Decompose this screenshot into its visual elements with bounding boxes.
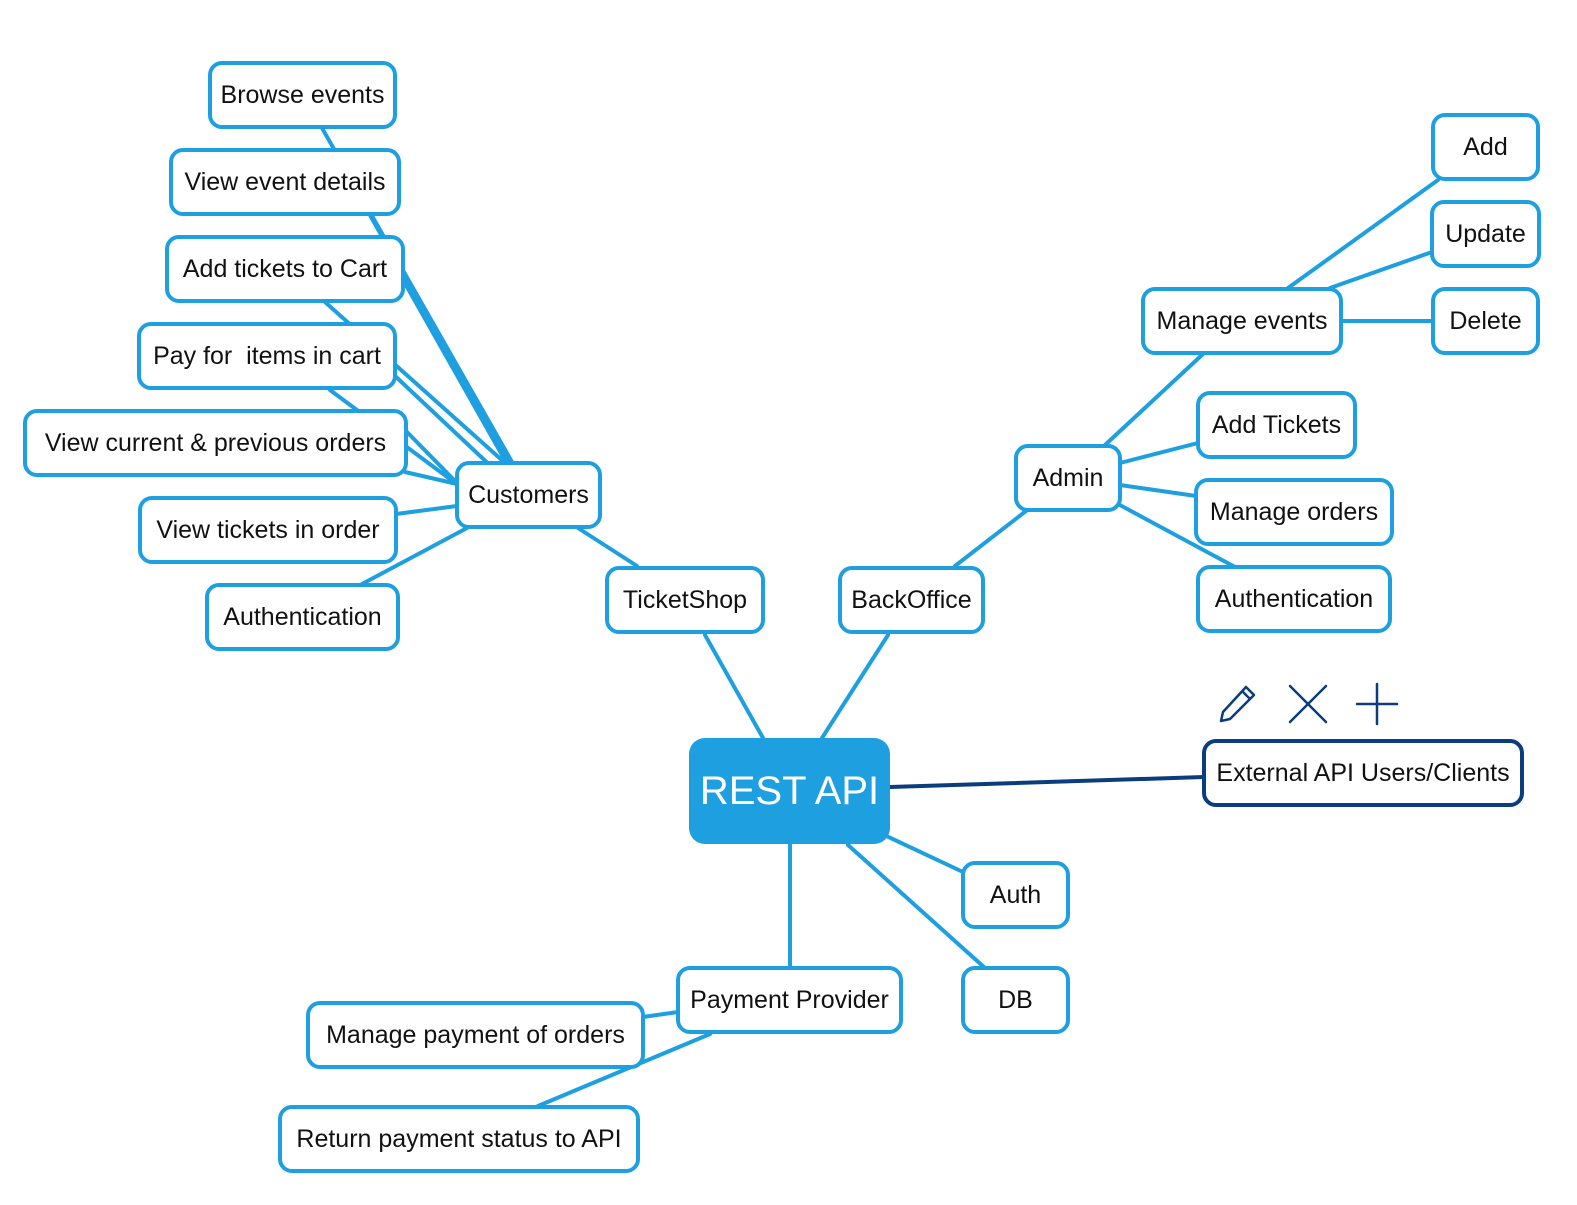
- node-manage-payment[interactable]: Manage payment of orders: [306, 1001, 645, 1069]
- link-rest-backoffice: [820, 633, 890, 740]
- link-customers-pay: [392, 373, 497, 472]
- node-manage-events[interactable]: Manage events: [1141, 287, 1343, 355]
- node-customers[interactable]: Customers: [455, 461, 602, 529]
- link-payment-return: [536, 1032, 712, 1108]
- node-add-tickets-to-cart[interactable]: Add tickets to Cart: [165, 235, 405, 303]
- node-view-event-details[interactable]: View event details: [169, 148, 401, 216]
- node-auth[interactable]: Auth: [961, 861, 1070, 929]
- node-ticketshop[interactable]: TicketShop: [605, 566, 765, 634]
- link-admin-authentication: [1116, 502, 1237, 569]
- node-external-api-users[interactable]: External API Users/Clients: [1202, 739, 1524, 807]
- link-rest-auth: [878, 831, 965, 874]
- node-add-tickets[interactable]: Add Tickets: [1196, 391, 1357, 459]
- link-rest-db: [846, 843, 987, 970]
- node-delete[interactable]: Delete: [1431, 287, 1540, 355]
- node-view-orders[interactable]: View current & previous orders: [23, 409, 408, 477]
- node-add[interactable]: Add: [1431, 113, 1540, 181]
- link-customers-auth: [360, 526, 469, 586]
- link-customers-viewtickets: [394, 504, 459, 516]
- node-update[interactable]: Update: [1430, 200, 1541, 268]
- link-payment-manage: [641, 1010, 680, 1019]
- node-return-payment-status[interactable]: Return payment status to API: [278, 1105, 640, 1173]
- link-manage-events-update: [1328, 250, 1434, 290]
- link-customers-orders3: [403, 470, 459, 486]
- link-backoffice-admin: [953, 509, 1028, 568]
- node-manage-orders[interactable]: Manage orders: [1194, 478, 1394, 546]
- link-admin-addtickets: [1118, 441, 1200, 465]
- plus-icon[interactable]: [1355, 682, 1399, 726]
- node-db[interactable]: DB: [961, 966, 1070, 1034]
- node-admin-authentication[interactable]: Authentication: [1196, 565, 1392, 633]
- link-admin-manage-events: [1103, 352, 1205, 447]
- link-rest-external: [888, 775, 1206, 789]
- node-backoffice[interactable]: BackOffice: [838, 566, 985, 634]
- link-rest-ticketshop: [703, 633, 765, 740]
- link-manage-events-add: [1286, 178, 1440, 290]
- node-admin[interactable]: Admin: [1014, 444, 1122, 512]
- link-ticketshop-customers: [576, 526, 639, 568]
- link-customers-orders: [403, 428, 460, 486]
- root-node-rest-api[interactable]: REST API: [689, 738, 890, 844]
- link-customers-cart2: [400, 276, 508, 464]
- node-view-tickets-in-order[interactable]: View tickets in order: [138, 496, 398, 564]
- node-payment-provider[interactable]: Payment Provider: [676, 966, 903, 1034]
- node-browse-events[interactable]: Browse events: [208, 61, 397, 129]
- node-pay-for-items[interactable]: Pay for items in cart: [137, 322, 397, 390]
- close-icon[interactable]: [1286, 682, 1330, 726]
- node-customer-authentication[interactable]: Authentication: [205, 583, 400, 651]
- link-admin-manageorders: [1118, 483, 1198, 498]
- pencil-icon[interactable]: [1216, 682, 1260, 726]
